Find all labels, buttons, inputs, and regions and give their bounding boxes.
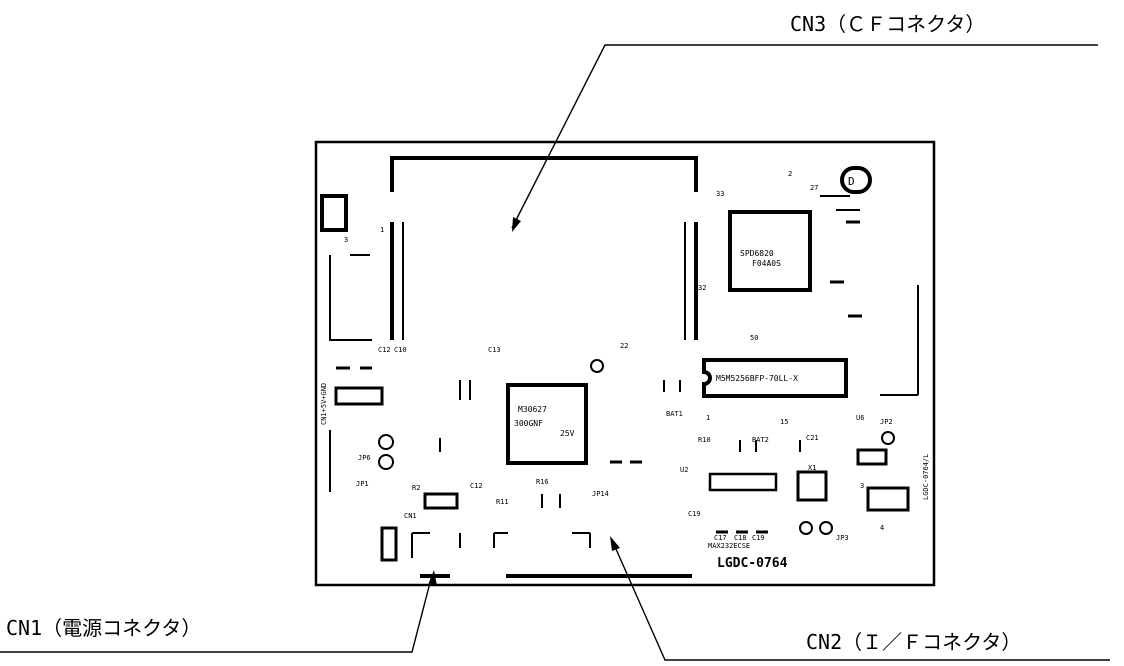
svg-text:JP6: JP6 [358, 454, 371, 462]
chip-main-line1: M30627 [518, 405, 547, 414]
svg-text:C21: C21 [806, 434, 819, 442]
svg-text:JP2: JP2 [880, 418, 893, 426]
svg-text:50: 50 [750, 334, 758, 342]
svg-text:27: 27 [810, 184, 818, 192]
max-label: MAX232ECSE [708, 542, 750, 550]
svg-text:C19: C19 [752, 534, 765, 542]
main-mcu-chip: M30627 300GNF 25V [506, 383, 588, 465]
cn1-leader [0, 574, 433, 653]
svg-text:2: 2 [788, 170, 792, 178]
pads [378, 359, 895, 535]
svg-text:1: 1 [380, 226, 384, 234]
svg-text:X1: X1 [808, 464, 816, 472]
svg-text:JP3: JP3 [836, 534, 849, 542]
cn2-leader [611, 539, 1110, 661]
svg-text:JP14: JP14 [592, 490, 609, 498]
max232-chip: MAX232ECSE [708, 472, 778, 550]
chip-cf-line1: SPD6820 [740, 249, 774, 258]
svg-text:1: 1 [706, 414, 710, 422]
svg-text:4: 4 [880, 524, 884, 532]
oscillator: D [840, 166, 872, 194]
board-model: LGDC-0764 [717, 556, 788, 571]
svg-text:C13: C13 [488, 346, 501, 354]
connector-block-right [866, 486, 910, 512]
svg-text:CN1: CN1 [404, 512, 417, 520]
component-right-1 [856, 448, 888, 466]
svg-text:32: 32 [698, 284, 706, 292]
cn3-leader [511, 44, 1098, 229]
component-ticks [336, 220, 862, 534]
svg-text:D: D [848, 175, 855, 188]
cn3-callout: CN3（ＣＦコネクタ） [790, 12, 986, 36]
svg-text:C19: C19 [688, 510, 701, 518]
cn1-callout: CN1（電源コネクタ） [6, 616, 202, 640]
svg-text:15: 15 [780, 418, 788, 426]
svg-text:R2: R2 [412, 484, 420, 492]
jumper-block [320, 194, 348, 232]
power-regulator [380, 526, 398, 562]
svg-text:BAT2: BAT2 [752, 436, 769, 444]
svg-text:R16: R16 [536, 478, 549, 486]
svg-text:C18: C18 [734, 534, 747, 542]
side-label-right: LGDC-0764/L [922, 454, 930, 500]
svg-text:3: 3 [344, 236, 348, 244]
arrowheads [428, 217, 620, 586]
silkscreen-labels: C12 C10 C13 22 33 32 50 BAT1 R10 BAT2 C2… [344, 170, 893, 542]
svg-text:C12: C12 [378, 346, 391, 354]
cf-controller-chip: SPD6820 F04A0S [728, 210, 812, 292]
svg-text:JP1: JP1 [356, 480, 369, 488]
svg-text:C10: C10 [394, 346, 407, 354]
leader-lines [0, 44, 1110, 661]
misc-lines [329, 195, 919, 558]
svg-text:R10: R10 [698, 436, 711, 444]
svg-text:U2: U2 [680, 466, 688, 474]
svg-text:3: 3 [860, 482, 864, 490]
svg-text:U6: U6 [856, 414, 864, 422]
connector-block-left [334, 386, 384, 406]
svg-text:33: 33 [716, 190, 724, 198]
cn3-arrowhead [512, 217, 521, 232]
svg-text:C17: C17 [714, 534, 727, 542]
chip-main-line3: 25V [560, 429, 575, 438]
board-outline [314, 140, 936, 587]
sram-label: M5M5256BFP-70LL-X [716, 374, 798, 383]
chip-main-line2: 300GNF [514, 419, 543, 428]
cn2-arrowhead [610, 536, 620, 551]
svg-text:22: 22 [620, 342, 628, 350]
svg-text:C12: C12 [470, 482, 483, 490]
chip-cf-line2: F04A0S [752, 259, 781, 268]
cf-connector-outline [390, 156, 698, 340]
component-right-2 [796, 470, 828, 502]
sram-chip: M5M5256BFP-70LL-X [702, 358, 848, 398]
svg-text:R11: R11 [496, 498, 509, 506]
svg-text:BAT1: BAT1 [666, 410, 683, 418]
side-label-left: CN1+5V+GND [320, 383, 328, 425]
fuse-block [423, 492, 459, 510]
cn2-callout: CN2（Ｉ／Ｆコネクタ） [806, 630, 1022, 654]
